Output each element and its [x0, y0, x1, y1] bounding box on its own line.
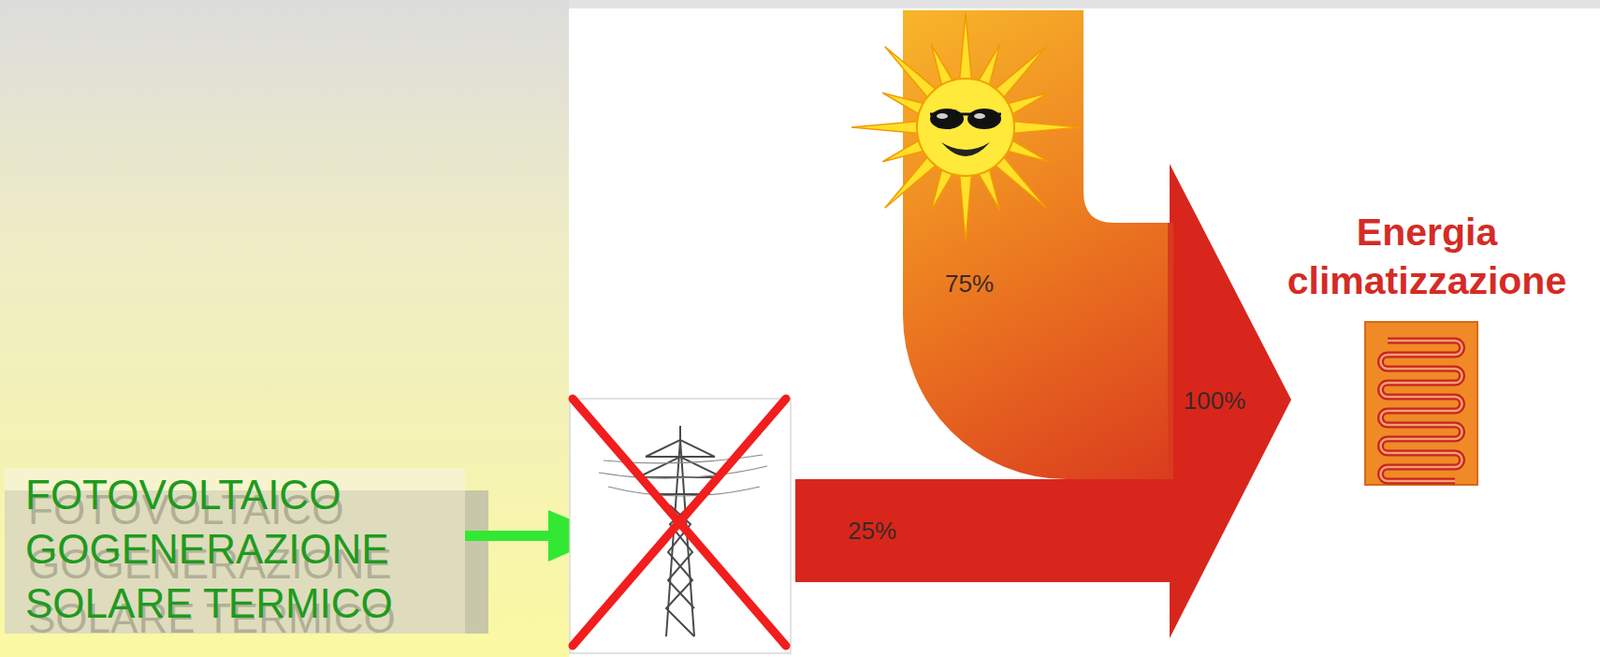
sunglasses — [930, 108, 1002, 130]
source-box: FOTOVOLTAICOGOGENERAZIONESOLARE TERMICO — [4, 467, 466, 634]
source-label: FOTOVOLTAICO — [4, 467, 466, 523]
pylon-frame — [569, 398, 791, 654]
total-arrow-head — [1169, 163, 1292, 639]
sun-ray — [960, 13, 973, 81]
sun-ray — [1012, 121, 1080, 134]
percentage-label: 25% — [847, 516, 897, 546]
sun-ray — [960, 174, 973, 242]
solar-flow — [902, 10, 1172, 480]
side-panel — [0, 0, 569, 657]
sun-ray — [993, 155, 1047, 208]
radiant-panel — [1363, 320, 1480, 487]
main-panel — [568, 8, 1600, 657]
source-label: SOLARE TERMICO — [4, 576, 466, 631]
flow-join — [1167, 222, 1174, 480]
box-highlight — [4, 467, 466, 634]
percentage-label: 75% — [945, 269, 994, 299]
sun-rays — [851, 13, 1080, 242]
sun-ray — [885, 46, 938, 100]
target-node: Energia climatizzazione — [1258, 207, 1596, 487]
sun-ray — [993, 46, 1047, 100]
source-label: GOGENERAZIONE — [4, 522, 466, 577]
percentage-label: 100% — [1183, 386, 1247, 416]
node-title: Energia climatizzazione — [1258, 207, 1596, 306]
sun-face — [916, 78, 1015, 176]
sun-smile — [941, 142, 990, 157]
green-arrow-shaft — [465, 530, 552, 541]
sun-ray — [851, 121, 919, 134]
cross-out — [572, 398, 786, 646]
sun-ray — [885, 155, 938, 208]
grid-flow — [795, 479, 1172, 582]
